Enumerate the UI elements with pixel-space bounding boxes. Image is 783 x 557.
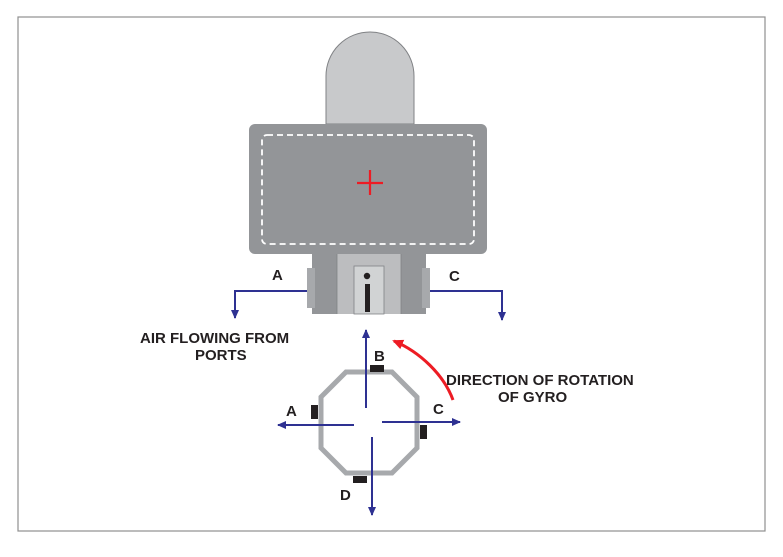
- rotation-label-line1: DIRECTION OF ROTATION: [446, 372, 634, 389]
- port-b-label: B: [374, 348, 385, 365]
- valve-pivot: [363, 272, 371, 280]
- port-a-label: A: [286, 403, 297, 420]
- port-block-right-flange: [422, 268, 430, 308]
- air-flow-label-line1: AIR FLOWING FROM: [140, 330, 289, 347]
- curved-arrow-icon: [392, 339, 455, 401]
- gyro-housing: [249, 124, 487, 254]
- rotation-label-line2: OF GYRO: [498, 389, 568, 406]
- valve-vane: [365, 284, 370, 312]
- port-d-marker: [353, 476, 367, 483]
- port-a-top-label: A: [272, 267, 283, 284]
- port-a-marker: [311, 405, 318, 419]
- port-b-marker: [370, 365, 384, 372]
- port-c-top-label: C: [449, 268, 460, 285]
- dashed-outline: [261, 134, 475, 245]
- port-a-flow-arrow: [231, 290, 307, 319]
- port-c-marker: [420, 425, 427, 439]
- top-tab: [325, 31, 415, 125]
- port-block-left-flange: [307, 268, 315, 308]
- gyro-octagon: [318, 369, 420, 476]
- port-c-flow-arrow: [430, 290, 506, 321]
- cross-icon: [357, 170, 383, 195]
- air-flow-label-line2: PORTS: [195, 347, 247, 364]
- port-c-label: C: [433, 401, 444, 418]
- port-d-label: D: [340, 487, 351, 504]
